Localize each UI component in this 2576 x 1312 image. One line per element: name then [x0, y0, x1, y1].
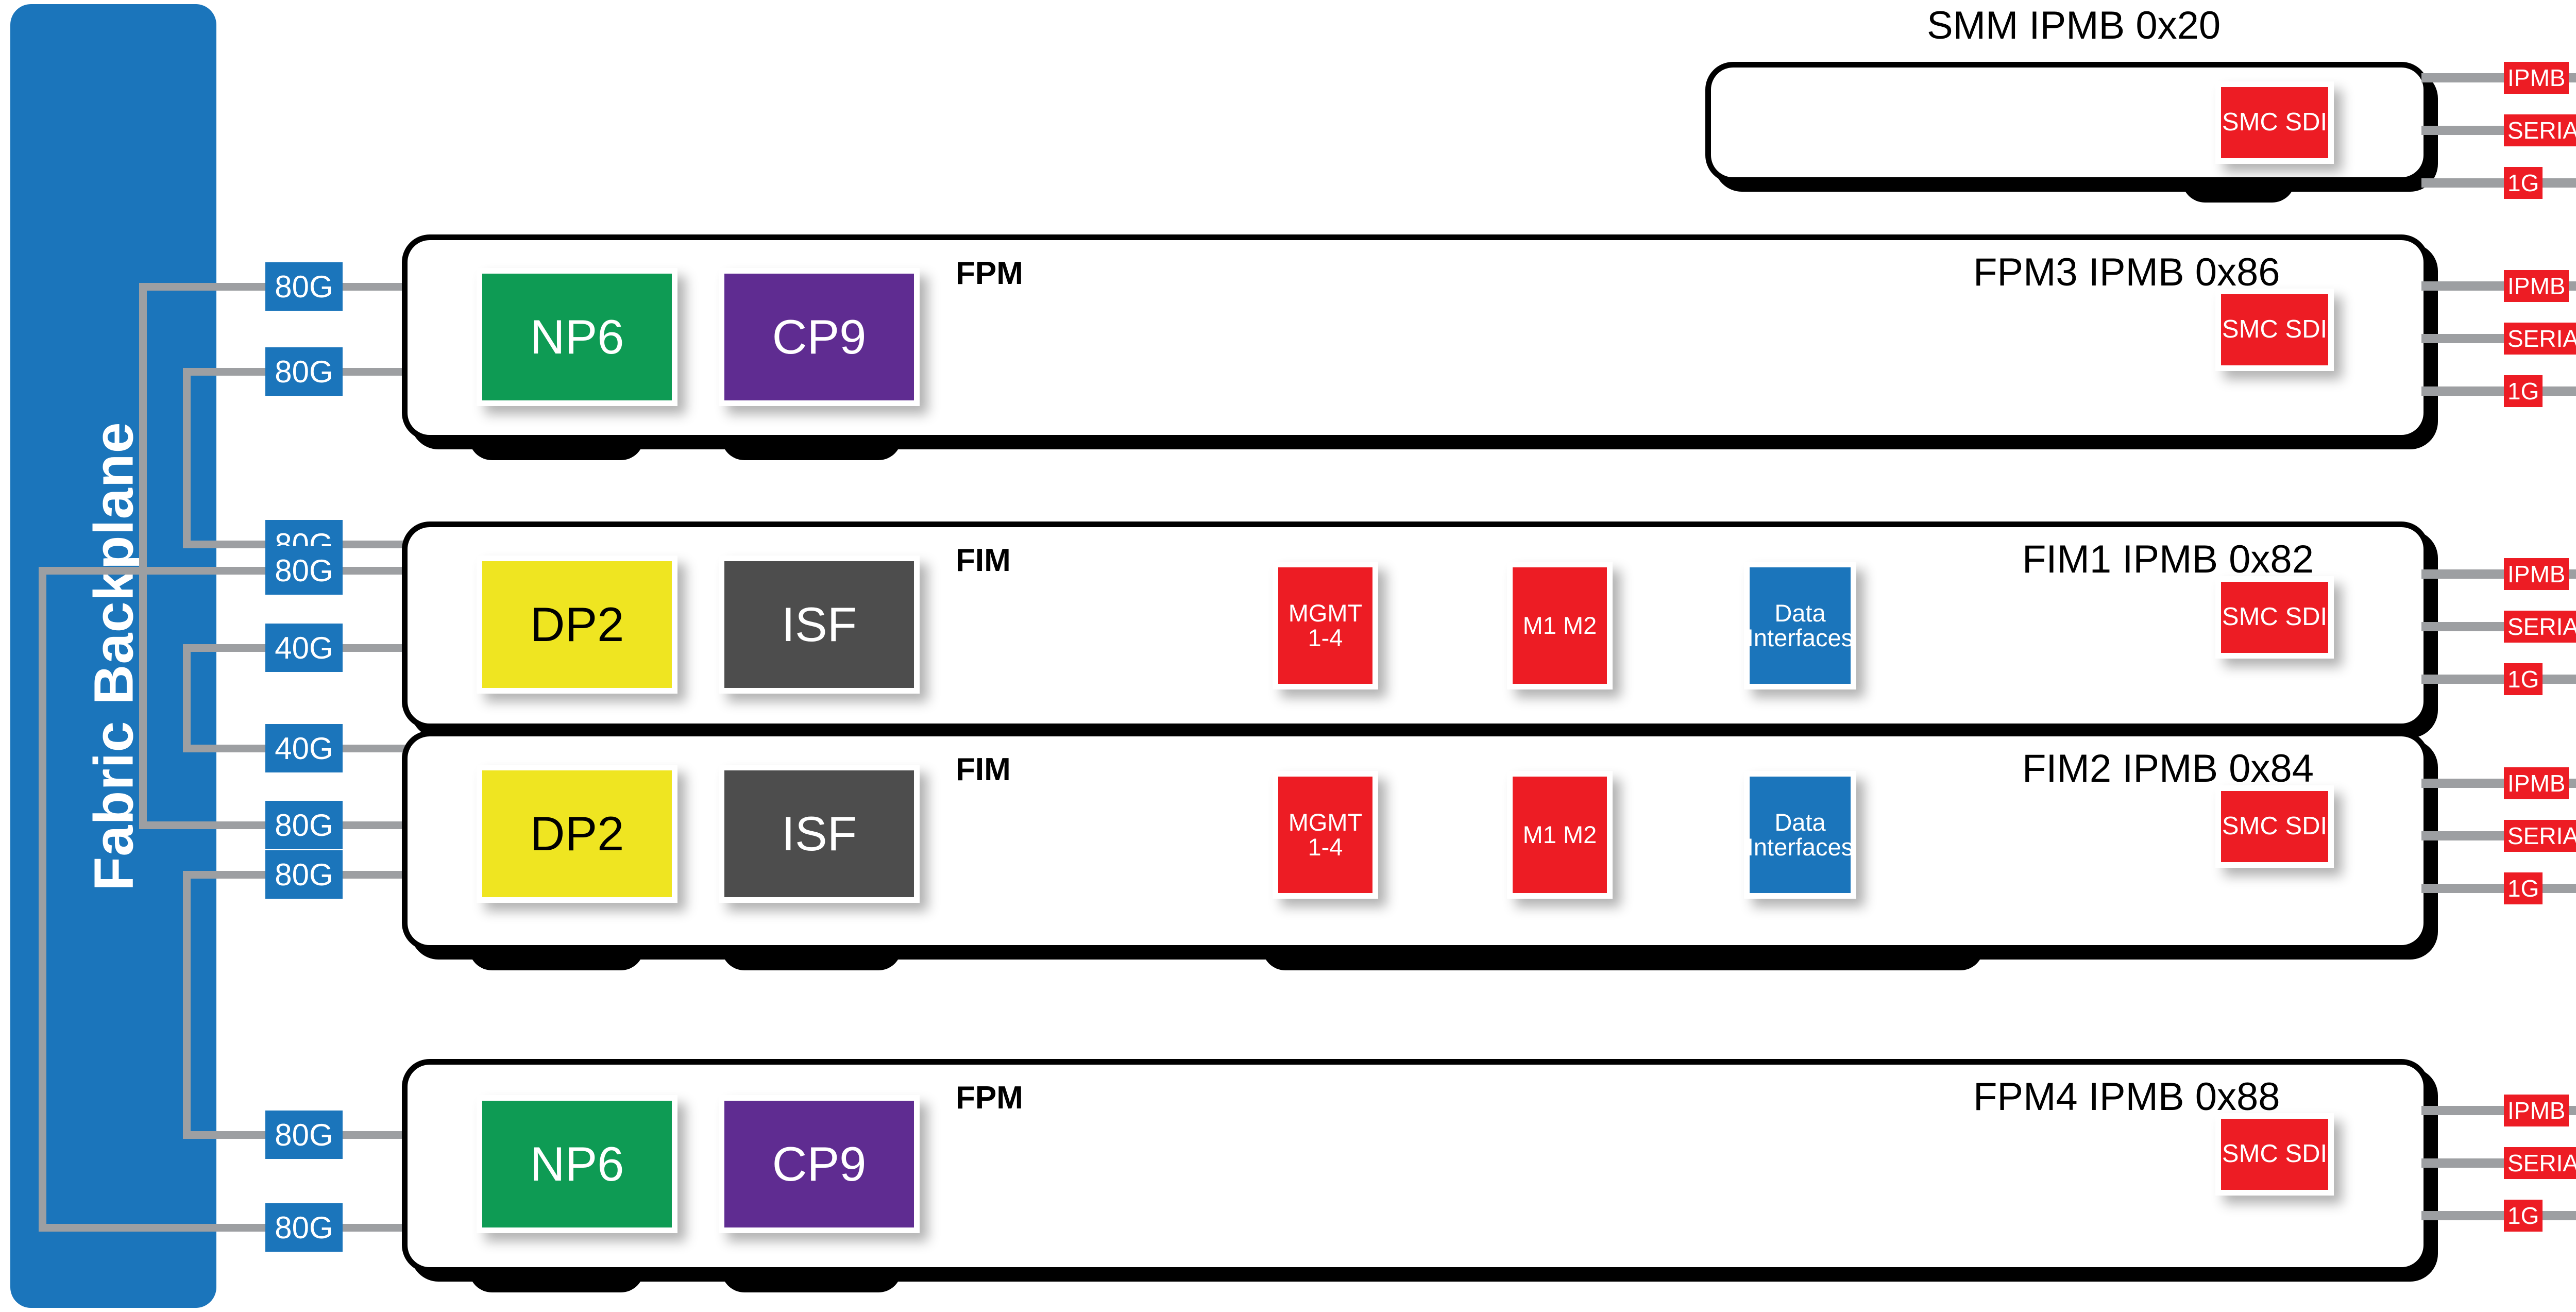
fpm4-conn-tag-ipmb: IPMB [2504, 1095, 2569, 1126]
fabric-stub-fim2-1 [325, 745, 417, 752]
fabric-wire-trunk-c [183, 644, 191, 752]
fim2-card-title: FIM2 IPMB 0x84 [2022, 747, 2314, 790]
fim1-chip-data-interfaces: Data Interfaces [1744, 562, 1856, 689]
fpm3-chip-np6: NP6 [477, 268, 677, 406]
fim1-chip-m1m2: M1 M2 [1507, 562, 1613, 689]
smm-conn-tag-1g: 1G [2504, 167, 2543, 199]
fim2-chip-data-interfaces: Data Interfaces [1744, 771, 1856, 899]
smm-card-title: SMM IPMB 0x20 [1927, 4, 2221, 47]
fim2-smc-sdi-chip: SMC SDI [2215, 785, 2334, 868]
fim2-conn-tag-serial: SERIAL [2504, 820, 2576, 852]
fpm3-card-title: FPM3 IPMB 0x86 [1973, 250, 2280, 294]
fpm3-card-tab-left [469, 437, 644, 460]
fpm3-conn-tag-1g: 1G [2504, 375, 2543, 407]
fpm4-card-title: FPM4 IPMB 0x88 [1973, 1075, 2280, 1119]
fim1-conn-tag-serial: SERIAL [2504, 611, 2576, 643]
fim1-smc-sdi-chip: SMC SDI [2215, 576, 2334, 659]
fabric-stub-fpm3-2 [325, 368, 417, 376]
fim2-conn-line-1g [2421, 884, 2576, 893]
fabric-stub-fpm4-1 [325, 1131, 417, 1139]
fpm3-card-kind: FPM [956, 256, 1023, 291]
fpm3-conn-tag-ipmb: IPMB [2504, 270, 2569, 302]
fim1-chip-isf: ISF [719, 556, 920, 694]
fim2-card-tab-left [469, 947, 644, 970]
fpm3-conn-tag-serial: SERIAL [2504, 323, 2576, 355]
fabric-stub-fim2-2 [325, 821, 417, 829]
fim1-conn-line-1g [2421, 675, 2576, 684]
fim1-chip-dp2: DP2 [477, 556, 677, 694]
fabric-wire-d-bot [39, 1224, 325, 1232]
fpm4-card-tab-right [721, 1269, 902, 1292]
bandwidth-pill-fpm3-1: 80G [265, 262, 343, 311]
fpm4-chip-cp9: CP9 [719, 1095, 920, 1233]
smm-smc-sdi-chip: SMC SDI [2215, 81, 2334, 164]
smm-conn-tag-serial: SERIAL [2504, 114, 2576, 146]
fim1-card-title: FIM1 IPMB 0x82 [2022, 537, 2314, 581]
fim2-card-tab-right [721, 947, 902, 970]
fabric-backplane-label: Fabric Backplane [82, 421, 145, 891]
fpm3-card-tab-right [721, 437, 902, 460]
fim2-card-tab-ports [1262, 947, 1984, 970]
bandwidth-pill-fim2-1: 40G [265, 724, 343, 772]
fim2-conn-tag-ipmb: IPMB [2504, 767, 2569, 799]
fabric-stub-fim1-3 [325, 644, 417, 652]
fabric-stub-fim1-1 [325, 541, 417, 548]
fabric-stub-fim2-3 [325, 871, 417, 879]
fpm4-conn-line-1g [2421, 1211, 2576, 1220]
fpm4-conn-tag-1g: 1G [2504, 1200, 2543, 1232]
fabric-stub-fpm4-2 [325, 1224, 417, 1232]
fabric-wire-d-top [39, 567, 142, 575]
fim1-conn-tag-1g: 1G [2504, 663, 2543, 695]
fabric-wire-trunk-d [39, 567, 46, 1232]
fim2-conn-tag-1g: 1G [2504, 872, 2543, 904]
bandwidth-pill-fpm4-1: 80G [265, 1111, 343, 1159]
bandwidth-pill-fpm3-2: 80G [265, 347, 343, 396]
fpm3-chip-cp9: CP9 [719, 268, 920, 406]
fabric-wire-trunk-b [183, 368, 191, 548]
fim1-card-kind: FIM [956, 543, 1011, 578]
fpm4-card-tab-left [469, 1269, 644, 1292]
smm-card-tab [2182, 179, 2295, 203]
fabric-wire-trunk-a [139, 283, 147, 829]
fpm3-conn-line-1g [2421, 386, 2576, 396]
fabric-stub-fpm3-1 [325, 283, 417, 291]
bandwidth-pill-fim2-2: 80G [265, 801, 343, 849]
bandwidth-pill-fim1-2: 80G [265, 546, 343, 595]
fim2-chip-mgmt: MGMT 1-4 [1273, 771, 1378, 899]
fpm4-smc-sdi-chip: SMC SDI [2215, 1113, 2334, 1196]
smm-conn-tag-ipmb: IPMB [2504, 62, 2569, 94]
fim1-chip-mgmt: MGMT 1-4 [1273, 562, 1378, 689]
fim2-chip-dp2: DP2 [477, 765, 677, 903]
fpm4-card-kind: FPM [956, 1080, 1023, 1116]
fpm4-conn-tag-serial: SERIAL [2504, 1147, 2576, 1179]
fpm4-chip-np6: NP6 [477, 1095, 677, 1233]
bandwidth-pill-fpm4-2: 80G [265, 1203, 343, 1252]
fpm3-smc-sdi-chip: SMC SDI [2215, 289, 2334, 371]
fim2-chip-m1m2: M1 M2 [1507, 771, 1613, 899]
fim2-chip-isf: ISF [719, 765, 920, 903]
fabric-stub-fim1-2 [325, 567, 417, 575]
bandwidth-pill-fim2-3: 80G [265, 850, 343, 899]
bandwidth-pill-fim1-3: 40G [265, 624, 343, 672]
fabric-wire-trunk-e [183, 871, 191, 1139]
smm-conn-line-1g [2421, 178, 2576, 188]
fim2-card-kind: FIM [956, 752, 1011, 787]
fim1-conn-tag-ipmb: IPMB [2504, 558, 2569, 590]
